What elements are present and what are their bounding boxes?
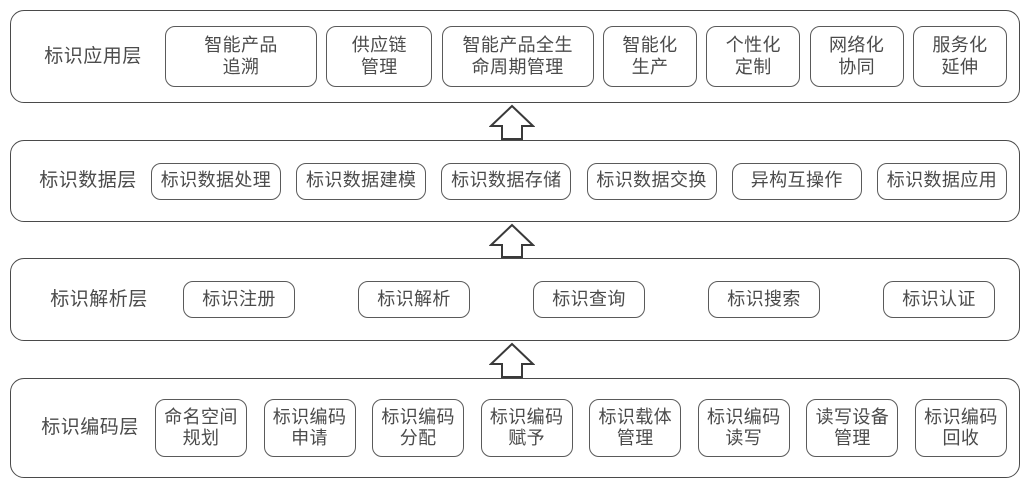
up-arrow-resolution-to-data — [489, 223, 535, 258]
node-identifier-query[interactable]: 标识查询 — [533, 281, 645, 318]
node-intelligent-product-tracing[interactable]: 智能产品 追溯 — [165, 26, 317, 87]
node-identifier-data-exchange[interactable]: 标识数据交换 — [586, 162, 717, 200]
node-heterogeneous-interop[interactable]: 异构互操作 — [731, 162, 862, 200]
node-identifier-search[interactable]: 标识搜索 — [708, 281, 820, 318]
node-networked-collaboration[interactable]: 网络化 协同 — [809, 26, 904, 87]
node-code-allocation[interactable]: 标识编码 分配 — [372, 399, 465, 457]
node-identifier-data-application[interactable]: 标识数据应用 — [876, 162, 1007, 200]
layer-resolution: 标识解析层 标识注册 标识解析 标识查询 标识搜索 标识认证 — [10, 258, 1020, 341]
node-intelligent-production[interactable]: 智能化 生产 — [602, 26, 697, 87]
node-product-lifecycle-management[interactable]: 智能产品全生 命周期管理 — [441, 26, 594, 87]
node-code-application[interactable]: 标识编码 申请 — [263, 399, 356, 457]
node-code-assignment[interactable]: 标识编码 赋予 — [480, 399, 573, 457]
up-arrow-data-to-application — [489, 104, 535, 140]
layer-data-label: 标识数据层 — [39, 170, 137, 192]
node-personalized-customization[interactable]: 个性化 定制 — [706, 26, 801, 87]
layer-resolution-nodes: 标识注册 标识解析 标识查询 标识搜索 标识认证 — [183, 259, 995, 340]
layer-application-label: 标识应用层 — [44, 45, 142, 67]
layer-coding-nodes: 命名空间 规划 标识编码 申请 标识编码 分配 标识编码 赋予 标识载体 管理 … — [155, 379, 1007, 477]
layer-application-nodes: 智能产品 追溯 供应链 管理 智能产品全生 命周期管理 智能化 生产 个性化 定… — [165, 11, 1007, 102]
node-supply-chain-management[interactable]: 供应链 管理 — [326, 26, 433, 87]
node-identifier-data-modeling[interactable]: 标识数据建模 — [296, 162, 427, 200]
node-code-read-write[interactable]: 标识编码 读写 — [697, 399, 790, 457]
layer-data-nodes: 标识数据处理 标识数据建模 标识数据存储 标识数据交换 异构互操作 标识数据应用 — [151, 141, 1007, 221]
node-identifier-authentication[interactable]: 标识认证 — [883, 281, 995, 318]
layer-data: 标识数据层 标识数据处理 标识数据建模 标识数据存储 标识数据交换 异构互操作 … — [10, 140, 1020, 222]
up-arrow-coding-to-resolution — [489, 342, 535, 378]
node-identifier-data-processing[interactable]: 标识数据处理 — [151, 162, 281, 200]
node-code-recycling[interactable]: 标识编码 回收 — [914, 399, 1007, 457]
node-identifier-resolution[interactable]: 标识解析 — [358, 281, 470, 318]
node-read-write-device-management[interactable]: 读写设备 管理 — [806, 399, 899, 457]
layer-coding-label: 标识编码层 — [41, 417, 139, 439]
node-identifier-data-storage[interactable]: 标识数据存储 — [441, 162, 572, 200]
layer-application: 标识应用层 智能产品 追溯 供应链 管理 智能产品全生 命周期管理 智能化 生产… — [10, 10, 1020, 103]
node-namespace-planning[interactable]: 命名空间 规划 — [155, 399, 247, 457]
layer-resolution-label: 标识解析层 — [50, 288, 148, 310]
node-carrier-management[interactable]: 标识载体 管理 — [589, 399, 682, 457]
node-service-extension[interactable]: 服务化 延伸 — [912, 26, 1007, 87]
node-identifier-registration[interactable]: 标识注册 — [183, 281, 295, 318]
layer-coding: 标识编码层 命名空间 规划 标识编码 申请 标识编码 分配 标识编码 赋予 标识… — [10, 378, 1020, 478]
